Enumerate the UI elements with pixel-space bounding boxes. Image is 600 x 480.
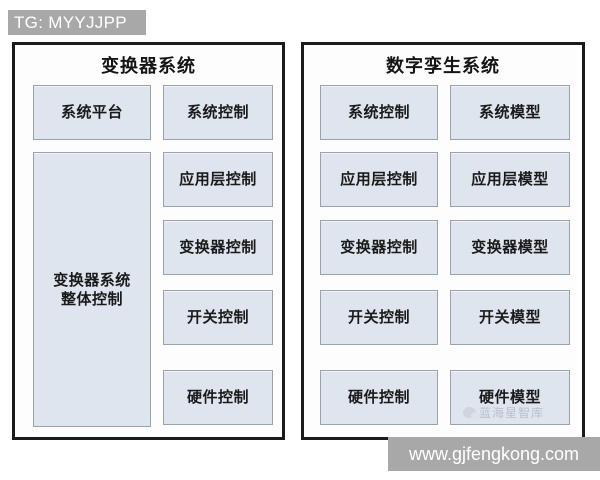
node-system-platform: 系统平台 <box>33 85 151 140</box>
node-dt-hardware-control: 硬件控制 <box>320 370 438 425</box>
node-converter-control: 变换器控制 <box>163 220 273 275</box>
node-converter-model: 变换器模型 <box>450 220 570 275</box>
url-watermark: www.gjfengkong.com <box>388 437 600 471</box>
node-hardware-model: 硬件模型 <box>450 370 570 425</box>
node-converter-system-overall-control: 变换器系统 整体控制 <box>33 152 151 427</box>
tg-watermark-banner: TG: MYYJJPP <box>8 10 146 35</box>
node-hardware-control: 硬件控制 <box>163 370 273 425</box>
node-application-layer-model: 应用层模型 <box>450 152 570 207</box>
node-application-layer-control: 应用层控制 <box>163 152 273 207</box>
node-dt-application-layer-control: 应用层控制 <box>320 152 438 207</box>
panel-converter-system: 变换器系统 系统平台 变换器系统 整体控制 系统控制 应用层控制 变换器控制 开… <box>12 42 285 440</box>
node-switch-model: 开关模型 <box>450 290 570 345</box>
node-system-control: 系统控制 <box>163 85 273 140</box>
node-system-model: 系统模型 <box>450 85 570 140</box>
node-dt-switch-control: 开关控制 <box>320 290 438 345</box>
panel-title-converter-system: 变换器系统 <box>101 56 196 77</box>
node-dt-system-control: 系统控制 <box>320 85 438 140</box>
node-dt-converter-control: 变换器控制 <box>320 220 438 275</box>
panel-digital-twin-system: 数字孪生系统 系统控制 应用层控制 变换器控制 开关控制 硬件控制 系统模型 应… <box>301 42 585 440</box>
node-switch-control: 开关控制 <box>163 290 273 345</box>
panel-title-digital-twin-system: 数字孪生系统 <box>386 56 500 77</box>
